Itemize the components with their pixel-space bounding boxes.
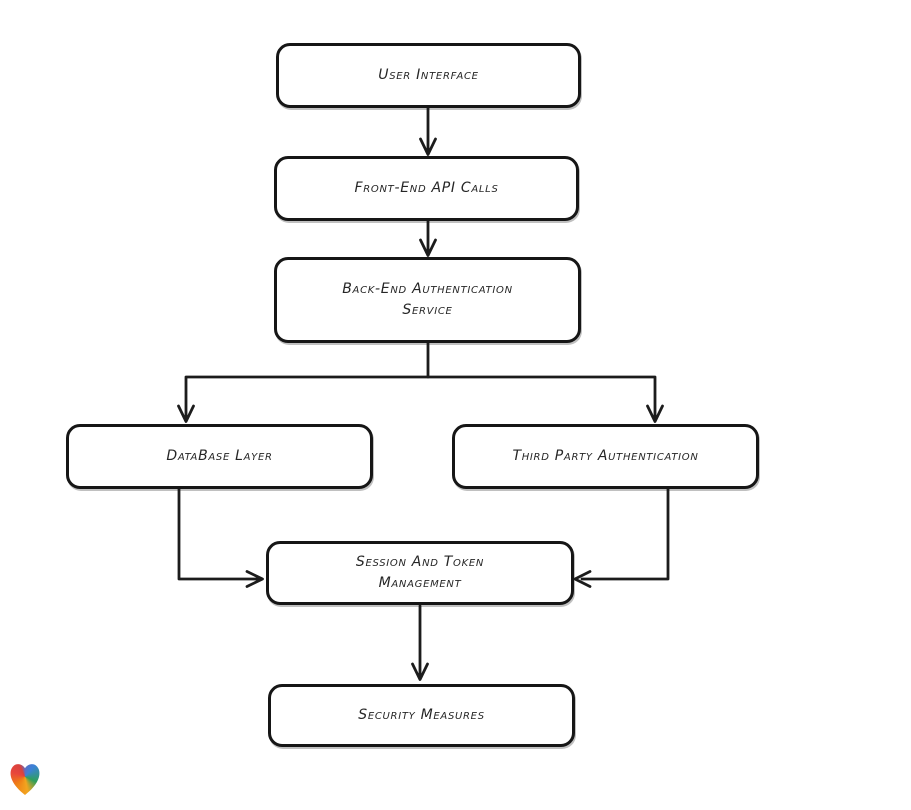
node-user-interface: User Interface [276, 43, 581, 108]
node-security-measures-label: Security Measures [358, 707, 485, 723]
edge-third-party-auth-to-session-token-management [573, 487, 670, 588]
edge-database-layer-to-session-token-management [177, 487, 264, 588]
node-third-party-auth: Third Party Authentication [452, 424, 759, 489]
node-session-token-management: Session And Token Management [266, 541, 574, 605]
heart-logo-icon [8, 760, 42, 797]
edge-back-end-auth-service-to-database-layer [177, 341, 430, 423]
edge-session-token-management-to-security-measures [411, 604, 429, 681]
node-third-party-auth-label: Third Party Authentication [512, 448, 699, 464]
node-database-layer-label: DataBase Layer [166, 448, 273, 464]
node-front-end-api-calls-label: Front-End API Calls [354, 180, 499, 196]
node-back-end-auth-service-label: Back-End Authentication Service [342, 281, 513, 318]
edge-front-end-api-calls-to-back-end-auth-service [419, 219, 437, 257]
node-back-end-auth-service: Back-End Authentication Service [274, 257, 581, 343]
edge-user-interface-to-front-end-api-calls [419, 106, 437, 156]
node-front-end-api-calls: Front-End API Calls [274, 156, 579, 221]
edge-back-end-auth-service-to-third-party-auth [426, 375, 664, 423]
node-session-token-management-label: Session And Token Management [355, 554, 485, 591]
node-user-interface-label: User Interface [378, 67, 479, 83]
node-database-layer: DataBase Layer [66, 424, 373, 489]
node-security-measures: Security Measures [268, 684, 575, 747]
